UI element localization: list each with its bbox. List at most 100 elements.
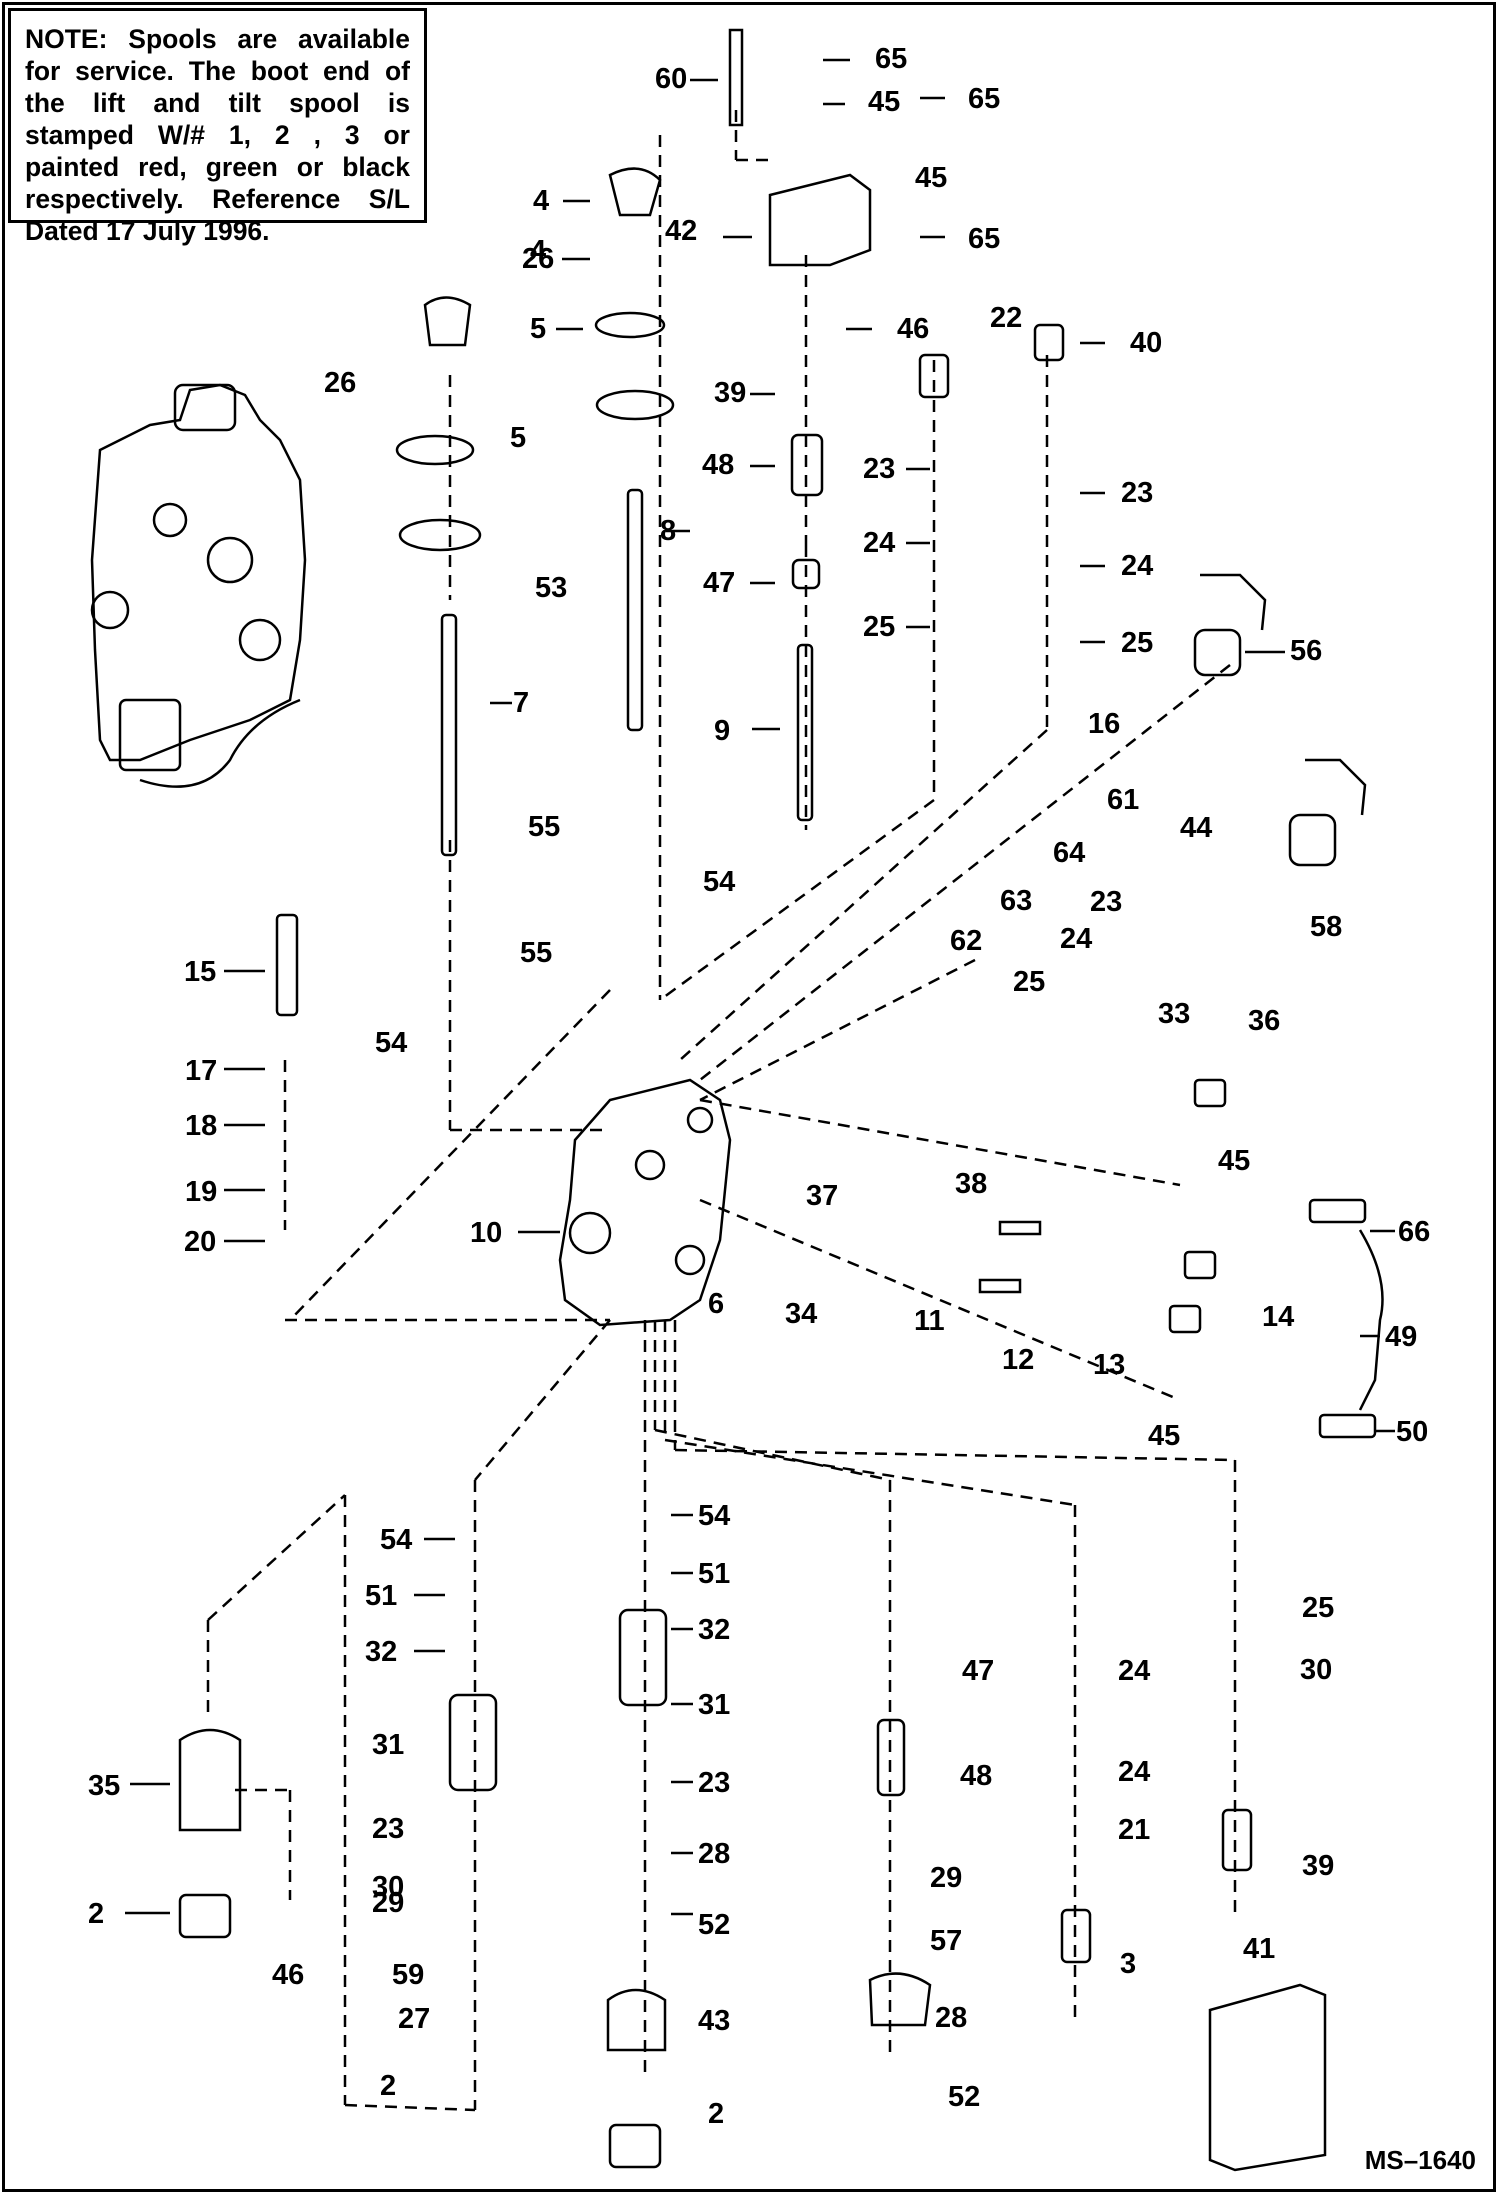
coil-58 (1288, 813, 1337, 867)
callout-2: 2 (380, 2070, 396, 2102)
spring-12-upper (998, 1220, 1042, 1236)
callout-25: 25 (1121, 627, 1153, 659)
callout-39: 39 (714, 377, 746, 409)
callout-23: 23 (1121, 477, 1153, 509)
callout-41: 41 (1243, 1933, 1275, 1965)
callout-46: 46 (897, 313, 929, 345)
callout-54: 54 (698, 1500, 730, 1532)
poppet-47-upper (791, 558, 821, 590)
callout-52: 52 (948, 2081, 980, 2113)
callout-10: 10 (470, 1217, 502, 1249)
drawing-code: MS–1640 (1364, 2145, 1476, 2175)
callout-12: 12 (1002, 1344, 1034, 1376)
fitting-21 (1221, 1808, 1253, 1872)
callout-64: 64 (1053, 837, 1085, 869)
callout-59: 59 (392, 1959, 424, 1991)
callout-65: 65 (968, 223, 1000, 255)
wire-56 (1200, 573, 1267, 631)
callout-5: 5 (530, 313, 546, 345)
callout-33: 33 (1158, 998, 1190, 1030)
fitting-22 (918, 353, 950, 399)
plug-36 (1193, 1078, 1227, 1108)
callout-45: 45 (915, 162, 947, 194)
callout-5: 5 (510, 422, 526, 454)
callout-46: 46 (272, 1959, 304, 1991)
plug-40 (1033, 323, 1065, 362)
callout-66: 66 (1398, 1216, 1430, 1248)
callout-24: 24 (863, 527, 895, 559)
spring-48-upper (790, 433, 824, 497)
valve-assembly-thumbnail (90, 383, 307, 788)
callout-48: 48 (702, 449, 734, 481)
callout-4: 4 (530, 235, 546, 267)
callout-20: 20 (184, 1226, 216, 1258)
callout-23: 23 (698, 1767, 730, 1799)
callout-36: 36 (1248, 1005, 1280, 1037)
spool-9 (796, 643, 814, 822)
callout-44: 44 (1180, 812, 1212, 844)
callout-6: 6 (708, 1288, 724, 1320)
wire-58 (1305, 758, 1367, 816)
plate-53-upper (595, 389, 675, 421)
callout-45: 45 (1218, 1145, 1250, 1177)
callout-55: 55 (520, 937, 552, 969)
callout-27: 27 (398, 2003, 430, 2035)
note-heading: NOTE: (25, 24, 108, 54)
boot-35 (178, 1728, 242, 1832)
callout-28: 28 (698, 1838, 730, 1870)
callout-51: 51 (365, 1580, 397, 1612)
callout-62: 62 (950, 925, 982, 957)
callout-40: 40 (1130, 327, 1162, 359)
callout-37: 37 (806, 1180, 838, 1212)
spool-8 (626, 488, 644, 732)
boot-27 (606, 1988, 667, 2052)
callout-2: 2 (88, 1898, 104, 1930)
callout-54: 54 (380, 1524, 412, 1556)
valve-body (558, 1078, 732, 1327)
callout-4: 4 (533, 185, 549, 217)
plug-14-upper (1183, 1250, 1217, 1280)
relief-valve-15 (275, 913, 299, 1017)
cap-43 (868, 1972, 932, 2027)
callout-51: 51 (698, 1558, 730, 1590)
callout-30: 30 (372, 1871, 404, 1903)
callout-25: 25 (863, 611, 895, 643)
callout-48: 48 (960, 1760, 992, 1792)
cap-4-lower (423, 296, 472, 347)
callout-17: 17 (185, 1055, 217, 1087)
callout-21: 21 (1118, 1814, 1150, 1846)
cover-42 (768, 173, 872, 267)
callout-65: 65 (875, 43, 907, 75)
callout-3: 3 (1120, 1948, 1136, 1980)
callout-53: 53 (535, 572, 567, 604)
callout-9: 9 (714, 715, 730, 747)
callout-47: 47 (703, 567, 735, 599)
callout-35: 35 (88, 1770, 120, 1802)
callout-32: 32 (698, 1614, 730, 1646)
callout-60: 60 (655, 63, 687, 95)
callout-30: 30 (1300, 1654, 1332, 1686)
callout-42: 42 (665, 215, 697, 247)
callout-22: 22 (990, 302, 1022, 334)
callout-50: 50 (1396, 1416, 1428, 1448)
bolt-60 (728, 28, 744, 127)
callout-7: 7 (513, 687, 529, 719)
callout-26: 26 (324, 367, 356, 399)
callout-2: 2 (708, 2098, 724, 2130)
callout-39: 39 (1302, 1850, 1334, 1882)
callout-25: 25 (1013, 966, 1045, 998)
callout-52: 52 (698, 1909, 730, 1941)
callout-54: 54 (703, 866, 735, 898)
spring-48-lower (876, 1718, 906, 1797)
callout-23: 23 (863, 453, 895, 485)
callout-13: 13 (1093, 1349, 1125, 1381)
callout-45: 45 (1148, 1420, 1180, 1452)
callout-23: 23 (1090, 886, 1122, 918)
callout-19: 19 (185, 1176, 217, 1208)
callout-24: 24 (1121, 550, 1153, 582)
callout-61: 61 (1107, 784, 1139, 816)
callout-47: 47 (962, 1655, 994, 1687)
callout-56: 56 (1290, 635, 1322, 667)
